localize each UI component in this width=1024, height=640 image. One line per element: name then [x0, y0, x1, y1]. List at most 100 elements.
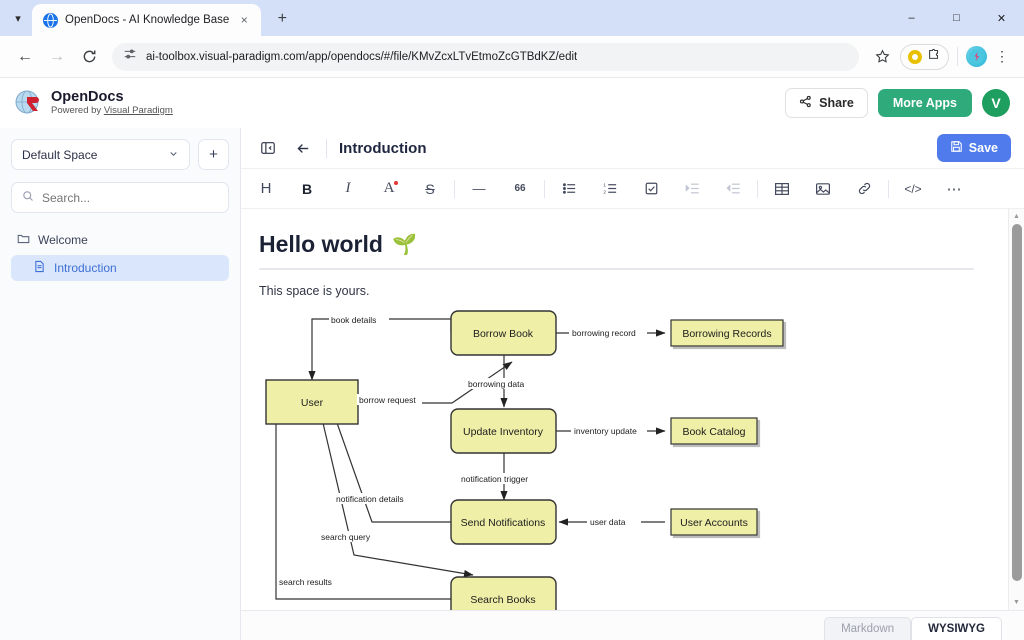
reload-icon[interactable] [74, 42, 104, 72]
canvas-wrap: Hello world 🌱 This space is yours. [241, 209, 1024, 610]
omnibox-actions: ⋮ [867, 42, 1014, 72]
svg-text:borrowing data: borrowing data [468, 379, 525, 389]
tab-markdown[interactable]: Markdown [824, 617, 912, 640]
sidebar-toggle-icon[interactable] [254, 135, 281, 162]
search-box[interactable] [11, 182, 229, 213]
bold-button[interactable]: B [301, 180, 313, 197]
document-canvas[interactable]: Hello world 🌱 This space is yours. [241, 209, 1008, 610]
sidebar-item-introduction[interactable]: Introduction [11, 255, 229, 281]
scroll-up-arrow-icon[interactable]: ▲ [1013, 213, 1020, 220]
chevron-down-icon [168, 148, 179, 162]
tab-wysiwyg[interactable]: WYSIWYG [911, 617, 1002, 640]
globe-icon [43, 12, 58, 28]
heading-text: Hello world [259, 231, 383, 257]
document-header: Introduction Save [241, 128, 1024, 169]
svg-text:search query: search query [321, 532, 371, 542]
forward-icon[interactable]: → [49, 47, 65, 65]
text-color-button[interactable]: A [376, 176, 402, 202]
strikethrough-button[interactable]: S [417, 176, 443, 202]
data-flow-diagram[interactable]: User Borrow Book Update Inventory Send N… [259, 306, 974, 610]
document-paragraph: This space is yours. [259, 284, 370, 298]
brand[interactable]: OpenDocs Powered by Visual Paradigm [14, 89, 173, 117]
site-settings-icon[interactable] [123, 47, 137, 66]
svg-text:User: User [301, 397, 324, 409]
svg-text:book details: book details [331, 315, 376, 325]
minimize-icon[interactable]: – [908, 12, 915, 24]
quote-button[interactable]: 66 [514, 183, 526, 194]
extension-ring-icon[interactable] [908, 49, 922, 64]
add-space-button[interactable]: + [198, 139, 229, 170]
puzzle-icon[interactable] [927, 47, 941, 66]
brand-text: OpenDocs Powered by Visual Paradigm [51, 89, 173, 117]
svg-text:user data: user data [590, 517, 626, 527]
table-button[interactable] [769, 176, 795, 202]
share-button[interactable]: Share [785, 88, 868, 118]
url-text: ai-toolbox.visual-paradigm.com/app/opend… [146, 50, 578, 63]
checklist-button[interactable] [638, 176, 664, 202]
editor-pane: Introduction Save H B I A [241, 128, 1024, 640]
more-apps-button[interactable]: More Apps [877, 89, 972, 117]
format-toolbar: H B I A S — 66 [241, 169, 1024, 209]
chrome-profile-avatar[interactable] [966, 46, 987, 67]
scrollbar-track[interactable] [1009, 222, 1024, 597]
avatar[interactable]: V [982, 89, 1010, 117]
close-icon[interactable]: × [240, 13, 248, 27]
back-icon[interactable]: ← [17, 47, 33, 65]
search-input[interactable] [42, 190, 218, 205]
sidebar-item-welcome[interactable]: Welcome [11, 227, 229, 253]
link-button[interactable] [851, 176, 877, 202]
editor-scrollbar[interactable]: ▲ ▼ [1008, 209, 1024, 610]
app-header: OpenDocs Powered by Visual Paradigm Shar… [0, 78, 1024, 128]
visual-paradigm-link[interactable]: Visual Paradigm [103, 104, 173, 116]
indent-button[interactable] [679, 176, 705, 202]
strikethrough-glyph: S [425, 180, 435, 197]
page-title: Introduction [339, 139, 427, 157]
app-body: Default Space + Welcome [0, 128, 1024, 640]
heading-button[interactable]: H [260, 180, 272, 197]
svg-text:1: 1 [603, 182, 606, 187]
svg-text:borrow request: borrow request [359, 395, 416, 405]
back-button[interactable] [290, 135, 317, 162]
opendocs-logo-icon [14, 89, 42, 117]
outdent-button[interactable] [720, 176, 746, 202]
document-tree: Welcome Introduction [11, 227, 229, 281]
extensions-pill[interactable] [900, 43, 949, 70]
color-swatch-icon [394, 180, 398, 185]
window-close-icon[interactable]: ✕ [996, 12, 1007, 25]
sidebar-item-label: Welcome [38, 233, 88, 247]
save-label: Save [968, 141, 998, 155]
space-selector[interactable]: Default Space [11, 139, 190, 170]
italic-button[interactable]: I [345, 180, 351, 196]
text-color-glyph: A [383, 180, 395, 196]
scrollbar-thumb[interactable] [1012, 224, 1022, 581]
bullet-list-button[interactable] [556, 176, 582, 202]
browser-tab[interactable]: OpenDocs - AI Knowledge Base × [32, 4, 262, 36]
brand-subtitle: Powered by Visual Paradigm [51, 104, 173, 116]
brand-name: OpenDocs [51, 89, 124, 106]
address-bar[interactable]: ai-toolbox.visual-paradigm.com/app/opend… [112, 42, 859, 71]
browser-menu-icon[interactable]: ⋮ [995, 48, 1009, 64]
horizontal-rule-button[interactable]: — [472, 181, 486, 196]
svg-text:2: 2 [603, 190, 606, 195]
browser-tab-strip: ▾ OpenDocs - AI Knowledge Base × + – □ ✕ [0, 0, 1024, 36]
search-icon [22, 189, 34, 207]
heading-divider [259, 268, 974, 270]
browser-toolbar: ← → ai-toolbox.visual-paradigm.com/app/o… [0, 36, 1024, 78]
editor-status-bar: Markdown WYSIWYG [241, 610, 1024, 640]
save-button[interactable]: Save [936, 134, 1011, 162]
document-heading: Hello world 🌱 [259, 231, 974, 258]
more-options-button[interactable]: ⋯ [946, 180, 962, 198]
star-icon[interactable] [867, 42, 897, 72]
document-icon [33, 260, 46, 276]
code-block-button[interactable]: </> [904, 181, 922, 196]
seedling-emoji-icon: 🌱 [391, 234, 417, 256]
tab-list-chevron-icon[interactable]: ▾ [15, 12, 21, 25]
image-button[interactable] [810, 176, 836, 202]
scroll-down-arrow-icon[interactable]: ▼ [1013, 599, 1020, 606]
svg-text:inventory update: inventory update [574, 426, 637, 436]
maximize-icon[interactable]: □ [953, 12, 960, 24]
svg-text:borrowing record: borrowing record [572, 328, 636, 338]
new-tab-button[interactable]: + [277, 10, 287, 27]
